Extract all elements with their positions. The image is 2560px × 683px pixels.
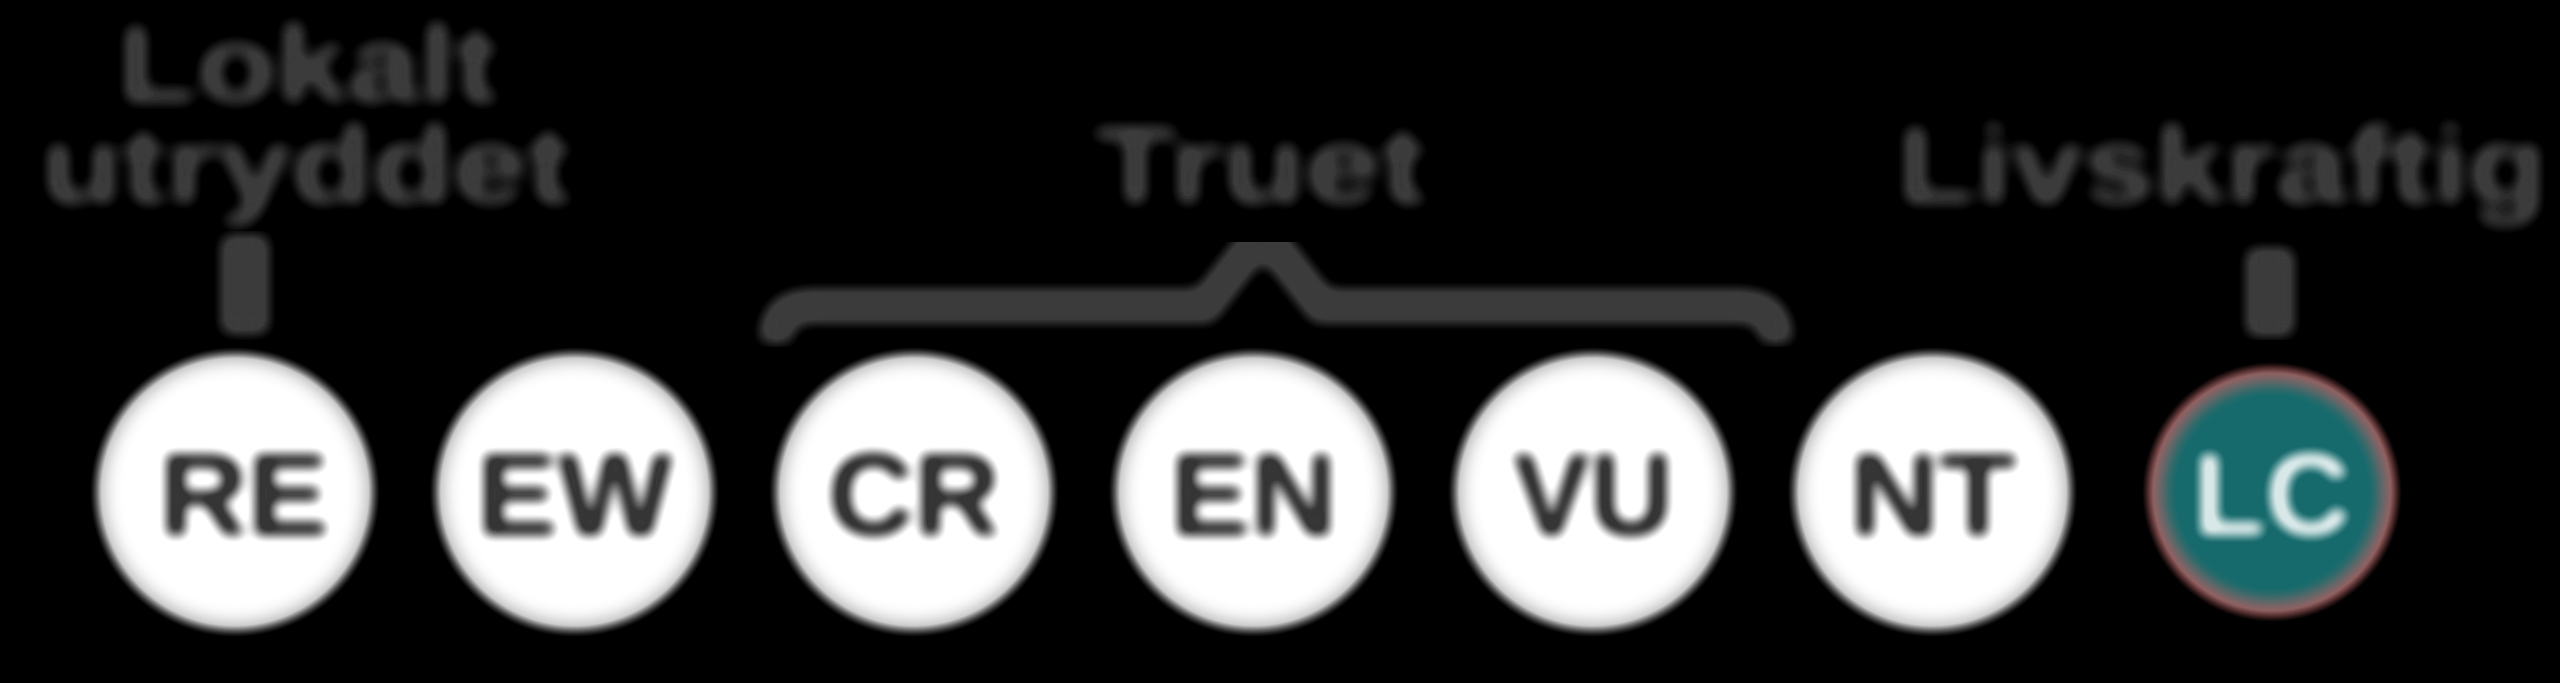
svg-text:VU: VU: [1513, 429, 1673, 560]
svg-text:NT: NT: [1849, 429, 2016, 560]
svg-text:utryddet: utryddet: [41, 104, 571, 227]
svg-text:CR: CR: [828, 429, 1000, 560]
svg-text:EN: EN: [1170, 429, 1337, 560]
svg-text:LC: LC: [2193, 429, 2351, 560]
svg-text:Lokalt: Lokalt: [118, 3, 498, 126]
svg-text:Truet: Truet: [1094, 104, 1426, 227]
svg-text:RE: RE: [159, 429, 329, 560]
svg-text:EW: EW: [477, 429, 674, 560]
svg-text:Livskraftig: Livskraftig: [1898, 104, 2547, 227]
